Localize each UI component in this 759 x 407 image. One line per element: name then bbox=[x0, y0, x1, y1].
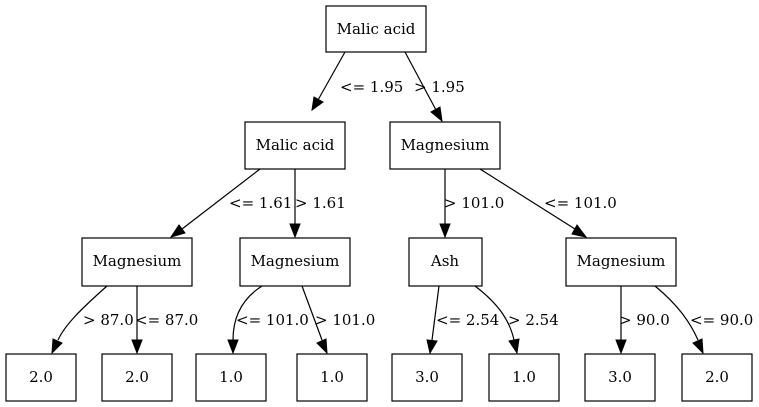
leaf-node-6-label: 1.0 bbox=[512, 368, 536, 386]
leaf-node-5-label: 3.0 bbox=[415, 368, 439, 386]
leaf-node-2: 2.0 bbox=[101, 353, 173, 402]
node-rl-label: Ash bbox=[430, 252, 460, 270]
leaf-node-8: 2.0 bbox=[681, 353, 753, 402]
edge-label-rr-7: > 90.0 bbox=[619, 311, 670, 329]
edge-lr-to-leaf-4: > 101.0 bbox=[301, 285, 375, 355]
leaf-node-4: 1.0 bbox=[296, 353, 368, 402]
edge-label-ll-1: > 87.0 bbox=[83, 311, 134, 329]
edge-right-to-rr: <= 101.0 bbox=[479, 168, 617, 238]
leaf-node-7-label: 3.0 bbox=[608, 368, 632, 386]
edge-label-lr-4: > 101.0 bbox=[315, 311, 375, 329]
node-ll: Magnesium bbox=[81, 237, 193, 287]
leaf-node-3: 1.0 bbox=[195, 353, 267, 402]
edge-label-r-rl: > 101.0 bbox=[444, 194, 504, 212]
leaf-node-8-label: 2.0 bbox=[705, 368, 729, 386]
node-ll-label: Magnesium bbox=[93, 252, 182, 270]
leaf-node-2-label: 2.0 bbox=[125, 368, 149, 386]
node-lr-label: Magnesium bbox=[251, 252, 340, 270]
node-root-label: Malic acid bbox=[337, 20, 416, 38]
edge-label-lr-3: <= 101.0 bbox=[236, 311, 309, 329]
leaf-node-6: 1.0 bbox=[488, 353, 560, 402]
node-rl: Ash bbox=[408, 237, 483, 287]
edge-left-to-ll: <= 1.61 bbox=[169, 168, 292, 238]
node-lr: Magnesium bbox=[239, 237, 351, 287]
edge-rr-to-leaf-8: <= 90.0 bbox=[654, 285, 753, 355]
edge-ll-to-leaf-2: <= 87.0 bbox=[131, 286, 198, 355]
leaf-node-7: 3.0 bbox=[584, 353, 656, 402]
node-right: Magnesium bbox=[389, 121, 501, 170]
edge-label-root-left: <= 1.95 bbox=[340, 78, 403, 96]
edge-root-to-left: <= 1.95 bbox=[311, 51, 403, 112]
leaf-node-1: 2.0 bbox=[5, 353, 77, 402]
node-rr-label: Magnesium bbox=[577, 252, 666, 270]
edge-right-to-rl: > 101.0 bbox=[439, 169, 504, 239]
edge-label-rl-6: > 2.54 bbox=[508, 311, 559, 329]
edge-left-to-lr: > 1.61 bbox=[289, 169, 346, 239]
leaf-node-4-label: 1.0 bbox=[320, 368, 344, 386]
edge-root-to-right: > 1.95 bbox=[404, 51, 465, 123]
node-right-label: Magnesium bbox=[401, 136, 490, 154]
edge-label-ll-2: <= 87.0 bbox=[135, 311, 198, 329]
edge-label-rr-8: <= 90.0 bbox=[690, 311, 753, 329]
edge-label-r-rr: <= 101.0 bbox=[544, 194, 617, 212]
edge-label-l-ll: <= 1.61 bbox=[229, 194, 292, 212]
node-root: Malic acid bbox=[325, 5, 427, 53]
edge-rr-to-leaf-7: > 90.0 bbox=[615, 286, 670, 355]
node-left: Malic acid bbox=[244, 121, 346, 170]
leaf-node-3-label: 1.0 bbox=[219, 368, 243, 386]
edge-ll-to-leaf-1: > 87.0 bbox=[51, 285, 134, 355]
node-left-label: Malic acid bbox=[256, 136, 335, 154]
leaf-node-1-label: 2.0 bbox=[29, 368, 53, 386]
node-rr: Magnesium bbox=[565, 237, 677, 287]
edge-label-root-right: > 1.95 bbox=[414, 78, 465, 96]
edge-label-l-lr: > 1.61 bbox=[295, 194, 346, 212]
edge-label-rl-5: <= 2.54 bbox=[436, 311, 499, 329]
leaf-node-5: 3.0 bbox=[391, 353, 463, 402]
edge-rl-to-leaf-5: <= 2.54 bbox=[426, 285, 499, 355]
edge-rl-to-leaf-6: > 2.54 bbox=[474, 285, 559, 355]
edge-lr-to-leaf-3: <= 101.0 bbox=[227, 285, 309, 355]
